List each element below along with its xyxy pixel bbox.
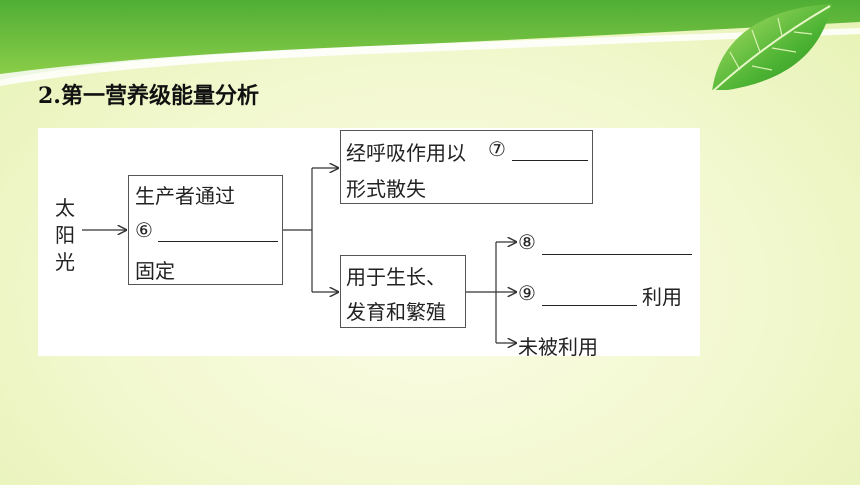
item8-number: ⑧ [518,230,536,254]
respiration-line1-prefix: 经呼吸作用以 [346,141,466,165]
item9-suffix: 利用 [642,285,682,309]
producer-line1: 生产者通过 [135,184,235,208]
respiration-answer-blank [512,160,588,161]
producer-box [128,175,283,285]
item10-text: 未被利用 [518,335,598,359]
item9-number: ⑨ [518,281,536,305]
page-title: 2.第一营养级能量分析 [38,83,259,109]
leaf-icon [712,4,832,90]
source-sun-char1: 太 [55,196,75,220]
source-sun-char3: 光 [55,250,75,274]
growth-box [340,255,466,328]
respiration-box [340,130,593,204]
source-sun-char2: 阳 [55,223,75,247]
item9-answer-blank [542,305,637,306]
respiration-line2: 形式散失 [346,177,426,201]
decorative-header-band [0,0,860,90]
producer-blank-number: ⑥ [135,218,153,242]
producer-line3: 固定 [135,259,175,283]
growth-line1: 用于生长、 [346,265,446,289]
item8-answer-blank [542,254,692,255]
producer-answer-blank [158,241,278,242]
growth-line2: 发育和繁殖 [346,300,446,324]
respiration-blank-number: ⑦ [488,137,506,161]
